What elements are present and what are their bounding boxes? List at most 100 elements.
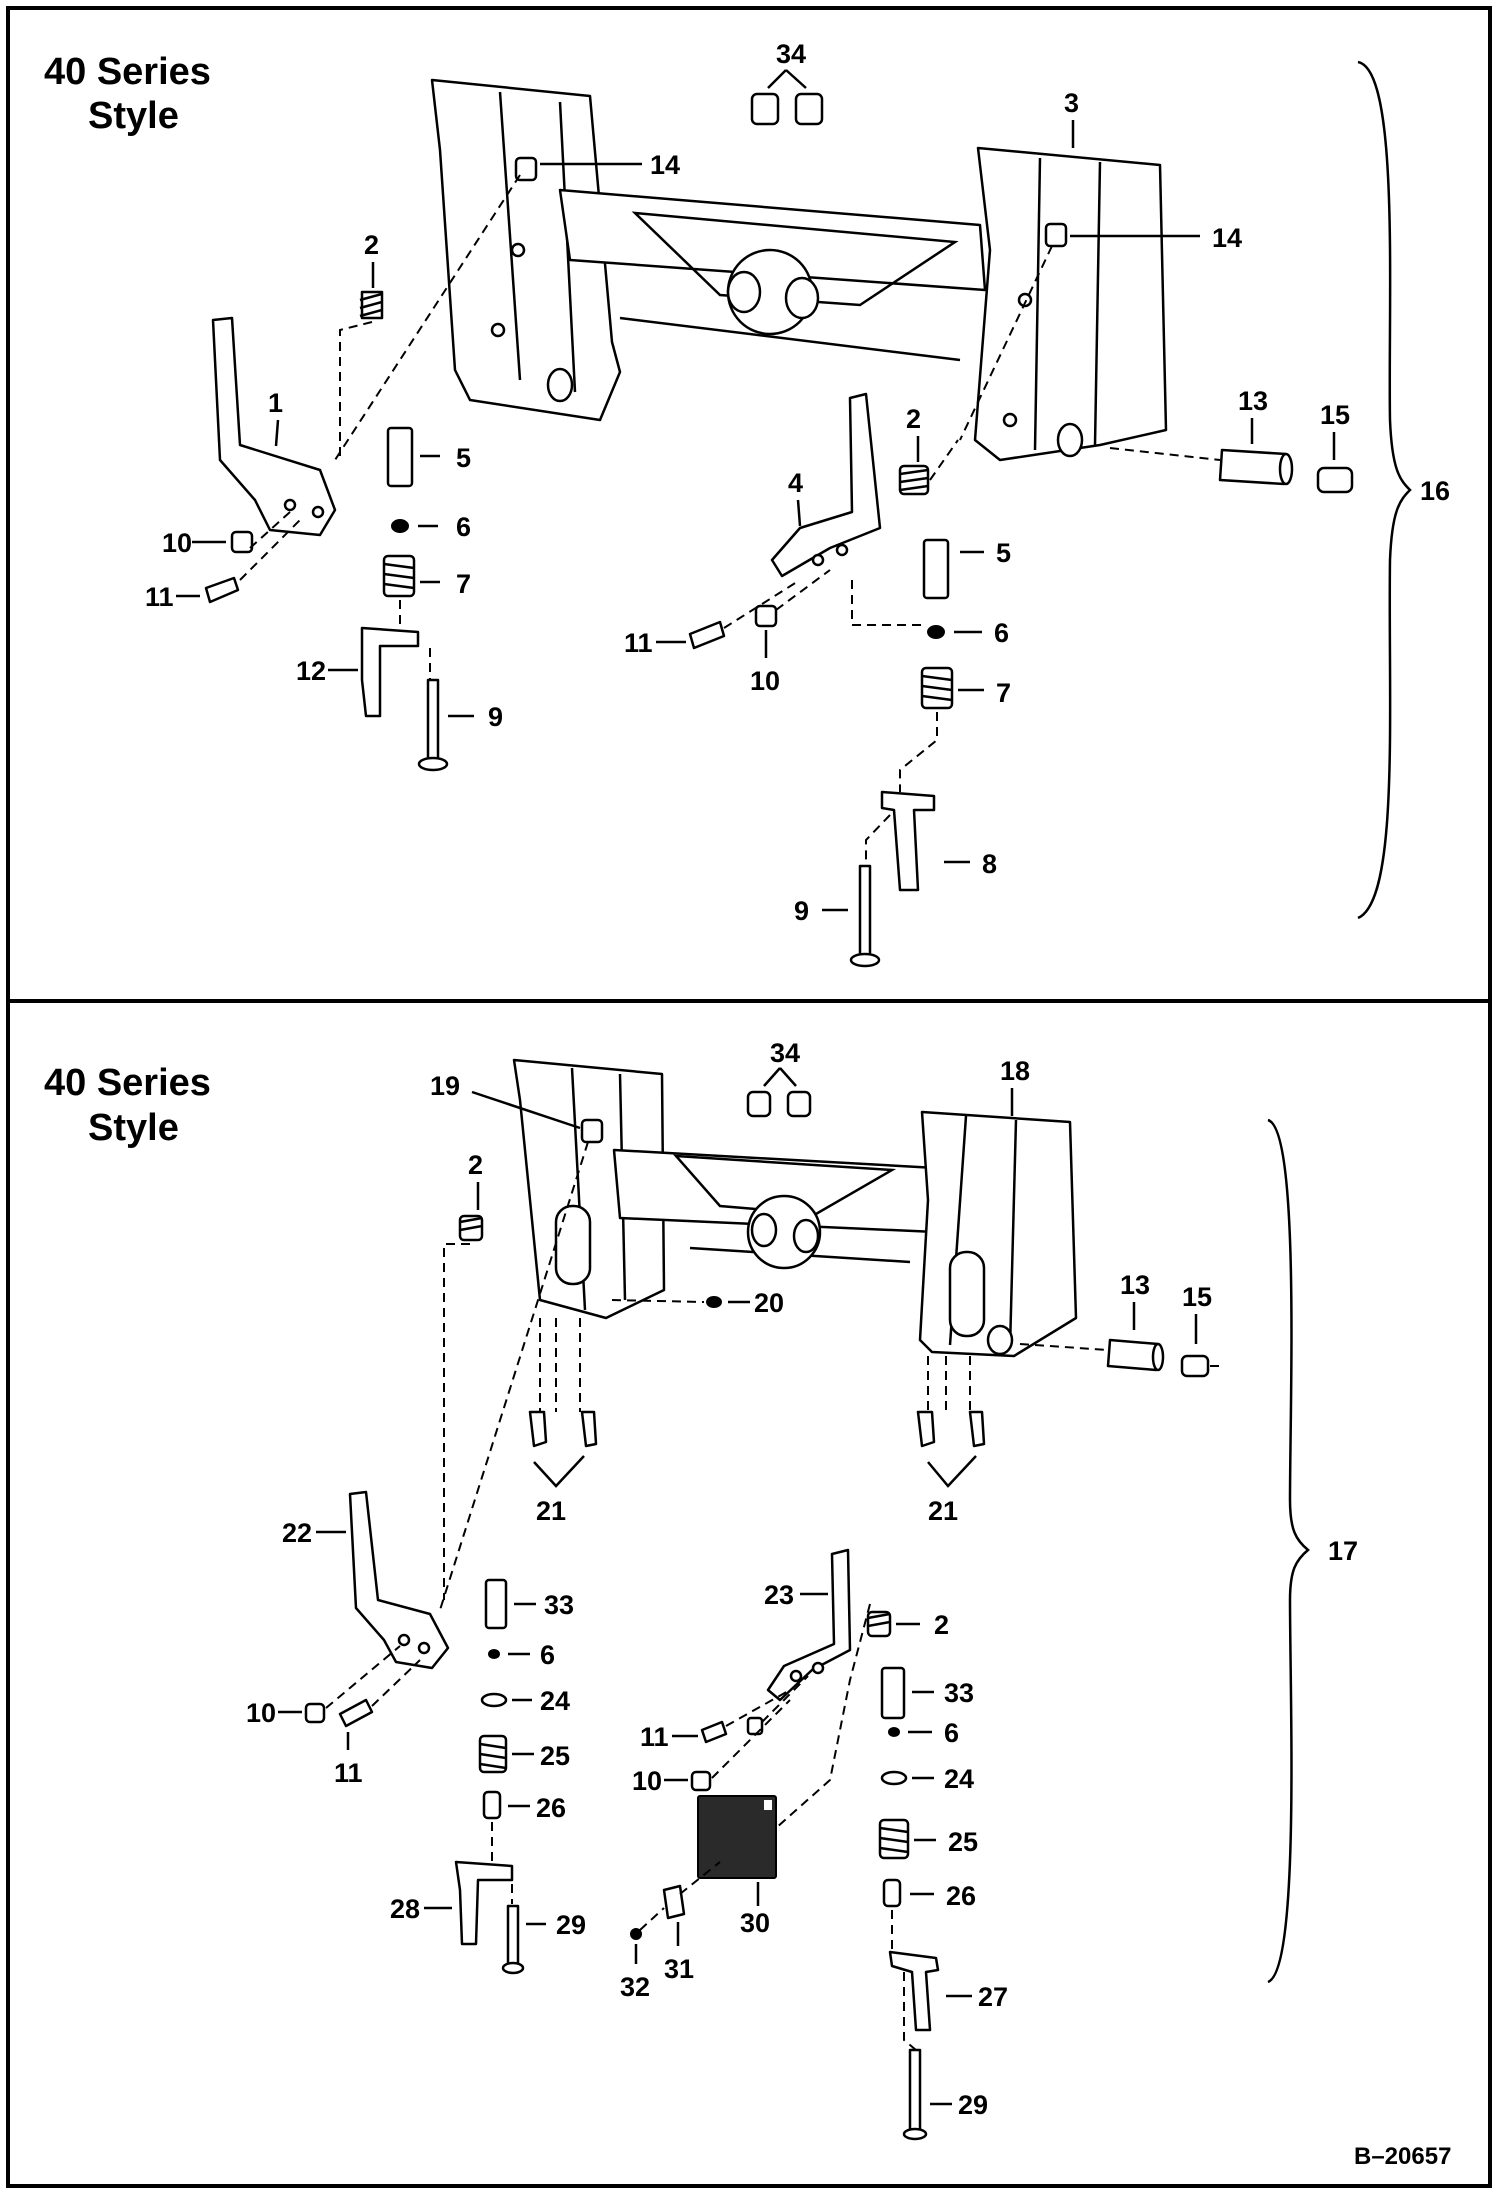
callout-6-left: 6 — [456, 512, 471, 542]
bolt-19: 19 — [430, 1071, 604, 1144]
callout-11-left: 11 — [145, 582, 174, 612]
spring-25-right: 25 — [878, 1818, 978, 1860]
pin-29-left: 29 — [501, 1904, 586, 1975]
callout-26-left: 26 — [536, 1793, 566, 1823]
latch-block-33-right: 33 — [880, 1666, 974, 1720]
bolt-11-left: 11 — [145, 576, 240, 612]
callout-24-left: 24 — [540, 1686, 570, 1716]
washer-6-bottom-left: 6 — [488, 1640, 555, 1670]
callout-10-left: 10 — [162, 528, 192, 558]
callout-11-right: 11 — [624, 628, 653, 658]
callout-20: 20 — [754, 1288, 784, 1318]
callout-18: 18 — [1000, 1056, 1030, 1086]
pin-9-right: 9 — [794, 864, 881, 968]
callout-10-bottom-right: 10 — [632, 1766, 662, 1796]
hand-lever-22: 22 — [282, 1490, 450, 1670]
brace-16 — [1357, 60, 1412, 920]
washer-20: 20 — [611, 1288, 784, 1318]
latch-block-33-left: 33 — [484, 1578, 574, 1630]
callout-7-left: 7 — [456, 569, 471, 599]
bolt-11-bottom-left: 11 — [334, 1698, 374, 1788]
decal-30: 30 — [697, 1795, 777, 1938]
drawing-reference-number: B–20657 — [1354, 2143, 1451, 2170]
callout-10-right: 10 — [750, 666, 780, 696]
callout-6-bottom-right: 6 — [944, 1718, 959, 1748]
washer-6-right: 6 — [927, 618, 1009, 648]
callout-5-left: 5 — [456, 443, 471, 473]
callout-14-right: 14 — [1212, 223, 1242, 253]
callout-6-bottom-left: 6 — [540, 1640, 555, 1670]
washer-6-bottom-right: 6 — [888, 1718, 959, 1748]
brace-17 — [1267, 1118, 1310, 1984]
spring-25-left: 25 — [478, 1734, 570, 1774]
spring-2-bottom-left: 2 — [458, 1150, 484, 1242]
callout-31: 31 — [664, 1954, 694, 1984]
wedge-27: 27 — [888, 1950, 1008, 2032]
ball-32: 32 — [620, 1928, 650, 2002]
clip-21-left: 21 — [528, 1410, 598, 1526]
callout-6-right: 6 — [994, 618, 1009, 648]
bolt-11-right: 11 — [624, 620, 726, 658]
sleeve-26-left: 26 — [482, 1790, 566, 1823]
bushing-13-top: 13 — [1218, 386, 1294, 486]
callout-9-left: 9 — [488, 702, 503, 732]
callout-1: 1 — [268, 388, 283, 418]
pin-9-left: 9 — [417, 678, 503, 772]
bolt-10-right: 10 — [750, 604, 780, 696]
bushing-13-bottom: 13 — [1106, 1270, 1165, 1372]
callout-34-top: 34 — [776, 39, 806, 69]
bottom-panel-title-line2: Style — [88, 1107, 179, 1149]
callout-2-bottom-right: 2 — [934, 1610, 949, 1640]
callout-21-right: 21 — [928, 1496, 958, 1526]
wedge-12: 12 — [296, 626, 420, 718]
callout-33-left: 33 — [544, 1590, 574, 1620]
wedge-8: 8 — [880, 790, 997, 892]
right-mount-plate-bottom — [918, 1110, 1078, 1358]
washer-6-left: 6 — [391, 512, 471, 542]
callout-2-left: 2 — [364, 230, 379, 260]
callout-30: 30 — [740, 1908, 770, 1938]
callout-15-top: 15 — [1320, 400, 1350, 430]
callout-26-right: 26 — [946, 1881, 976, 1911]
cap-15-bottom: 15 — [1180, 1282, 1222, 1378]
hand-lever-4: 4 — [770, 392, 882, 578]
callout-32: 32 — [620, 1972, 650, 2002]
spring-2-bottom-right: 2 — [866, 1610, 949, 1640]
callout-8: 8 — [982, 849, 997, 879]
bottom-panel: 40 Series Style 34 — [44, 1038, 1358, 2141]
callout-11-bottom-right: 11 — [640, 1722, 669, 1752]
pin-29-right: 29 — [902, 2048, 988, 2141]
callout-12: 12 — [296, 656, 326, 686]
callout-15-bottom: 15 — [1182, 1282, 1212, 1312]
callout-4: 4 — [788, 468, 803, 498]
callout-17: 17 — [1328, 1536, 1358, 1566]
top-panel-title-line2: Style — [88, 95, 179, 137]
nut-34-top: 34 — [750, 39, 824, 126]
bolt-14-left: 14 — [514, 150, 680, 182]
callout-27: 27 — [978, 1982, 1008, 2012]
callout-22: 22 — [282, 1518, 312, 1548]
callout-25-right: 25 — [948, 1827, 978, 1857]
callout-21-left: 21 — [536, 1496, 566, 1526]
top-panel: 40 Series Style — [44, 39, 1450, 968]
sheet-border — [6, 6, 1492, 2188]
bolt-10-bottom-right: 10 — [632, 1766, 712, 1796]
callout-10-bottom-left: 10 — [246, 1698, 276, 1728]
callout-29-left: 29 — [556, 1910, 586, 1940]
spring-7-right: 7 — [920, 666, 1011, 710]
washer-24-right: 24 — [880, 1764, 974, 1794]
callout-13-bottom: 13 — [1120, 1270, 1150, 1300]
callout-29-right: 29 — [958, 2090, 988, 2120]
crossbeam-bottom — [612, 1148, 938, 1270]
spring-2-left: 2 — [359, 230, 384, 320]
callout-7-right: 7 — [996, 678, 1011, 708]
callout-23: 23 — [764, 1580, 794, 1610]
bolt-14-right: 14 — [1044, 222, 1242, 253]
callout-9-right: 9 — [794, 896, 809, 926]
callout-19: 19 — [430, 1071, 460, 1101]
top-panel-title-line1: 40 Series — [44, 51, 211, 93]
callout-2-bottom-left: 2 — [468, 1150, 483, 1180]
callout-16: 16 — [1420, 476, 1450, 506]
latch-block-5-right: 5 — [922, 538, 1011, 600]
